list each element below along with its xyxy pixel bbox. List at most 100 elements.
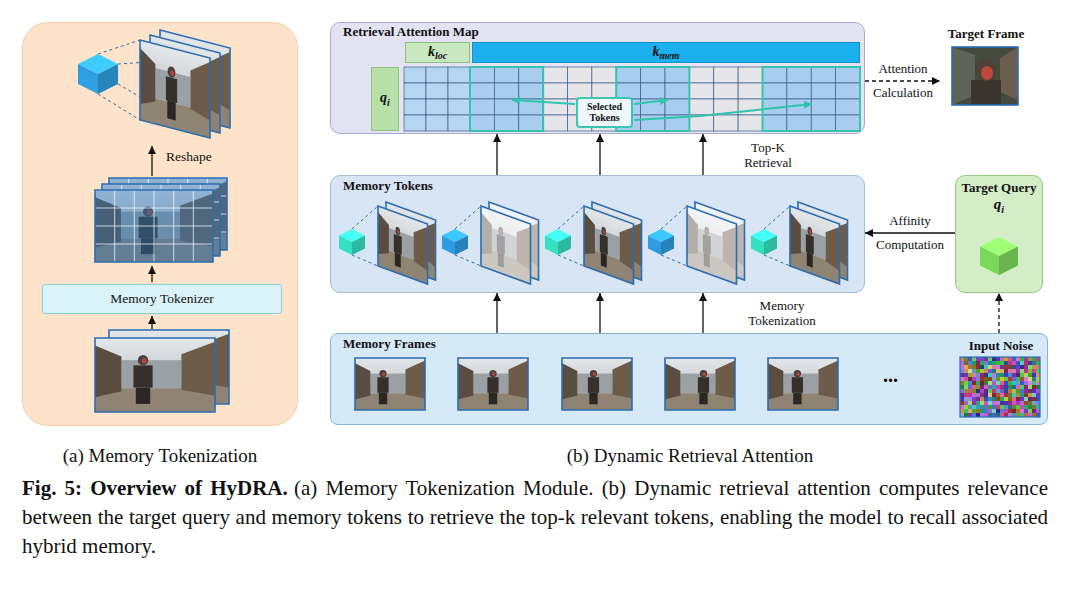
figure-face [492, 372, 496, 376]
noise-pixel [1008, 385, 1012, 389]
noise-pixel [1036, 409, 1040, 413]
noise-pixel [988, 389, 992, 393]
text-line: kloc [428, 44, 447, 62]
figure-face [154, 204, 159, 209]
cube-left [980, 247, 999, 276]
noise-pixel [1004, 381, 1008, 385]
noise-pixel [1012, 373, 1016, 377]
noise-pixel [1012, 413, 1016, 417]
noise-pixel [996, 357, 1000, 361]
figure-head [704, 226, 709, 236]
token-grid-line [121, 184, 122, 256]
noise-pixel [1032, 365, 1036, 369]
target-border [952, 47, 1018, 105]
noise-pixel [968, 369, 972, 373]
noise-pixel [980, 413, 984, 417]
frame-building [422, 218, 436, 267]
figure-legs [589, 393, 597, 404]
frame-sky [95, 190, 213, 262]
token-grid-line [168, 178, 169, 250]
frame-building [102, 191, 128, 241]
noise-pixel [960, 381, 964, 385]
cube-right [352, 236, 365, 256]
noise-pixel [988, 393, 992, 397]
arrow-line [151, 266, 152, 282]
noise-pixel [1004, 373, 1008, 377]
tokenization-panel: (a) Memory TokenizationMemory Tokenizer [22, 22, 298, 426]
noise-pixel [980, 393, 984, 397]
noise-pixel [992, 401, 996, 405]
frame-far-buildings [801, 228, 826, 260]
figure-head [168, 65, 176, 78]
noise-pixel [988, 405, 992, 409]
figure-legs [508, 249, 514, 264]
attention-cell [689, 99, 713, 115]
noise-pixel [1004, 397, 1008, 401]
frame-building [768, 363, 783, 399]
connector-arrow [702, 293, 703, 333]
noise-pixel [976, 381, 980, 385]
noise-pixel [988, 365, 992, 369]
perspective-frame [386, 202, 436, 280]
noise-pixel [1008, 361, 1012, 365]
noise-pixel [972, 401, 976, 405]
noise-pixel [988, 397, 992, 401]
attention-cell [470, 67, 494, 83]
frame-far-buildings [128, 206, 187, 233]
noise-pixel [1004, 401, 1008, 405]
frame-building [790, 212, 801, 258]
cube-top [545, 229, 571, 242]
noise-pixel [1024, 381, 1028, 385]
noise-pixel [1000, 369, 1004, 373]
game-frame [140, 40, 210, 138]
figure-head [601, 226, 606, 236]
noise-pixel [1020, 357, 1024, 361]
step-label: Reshape [166, 149, 212, 165]
noise-pixel [1000, 389, 1004, 393]
projection-line [118, 58, 210, 64]
figure-head [178, 60, 186, 73]
figure-legs [141, 238, 155, 254]
frame-border [95, 190, 213, 262]
game-frame [665, 358, 735, 410]
frame-building [95, 197, 121, 247]
noise-pixel [980, 369, 984, 373]
noise-pixel [1004, 385, 1008, 389]
noise-pixel [1000, 385, 1004, 389]
noise-pixel [968, 381, 972, 385]
frame-far-buildings [680, 374, 715, 394]
frame-building [612, 361, 632, 399]
text-line: Memory Tokens [343, 178, 852, 194]
noise-pixel [996, 381, 1000, 385]
attention-cell [448, 83, 470, 99]
noise-pixel [976, 365, 980, 369]
noise-pixel [988, 357, 992, 361]
panel-title: Memory Frames [343, 336, 436, 351]
noise-pixel [968, 357, 972, 361]
game-frame [798, 202, 848, 280]
noise-pixel [1008, 413, 1012, 417]
noise-pixel [960, 377, 964, 381]
connector-arrow [702, 134, 703, 175]
figure-legs [704, 252, 710, 267]
perspective-frame [160, 30, 230, 128]
noise-pixel [988, 369, 992, 373]
frame-sky [140, 40, 210, 138]
frame-ground [378, 247, 428, 284]
noise-pixel [992, 361, 996, 365]
illustration-group [339, 202, 848, 284]
noise-pixel [996, 377, 1000, 381]
noise-pixel [988, 373, 992, 377]
frame-sky [150, 35, 220, 133]
figure-head [590, 370, 597, 377]
noise-pixel [968, 397, 972, 401]
figure-face [161, 198, 166, 203]
frame-building [731, 218, 745, 267]
cube-left [78, 64, 98, 94]
noise-pixel [1004, 377, 1008, 381]
noise-pixel [992, 397, 996, 401]
attention-cell [738, 67, 762, 83]
noise-pixel [1036, 405, 1040, 409]
figure-head [715, 223, 720, 233]
